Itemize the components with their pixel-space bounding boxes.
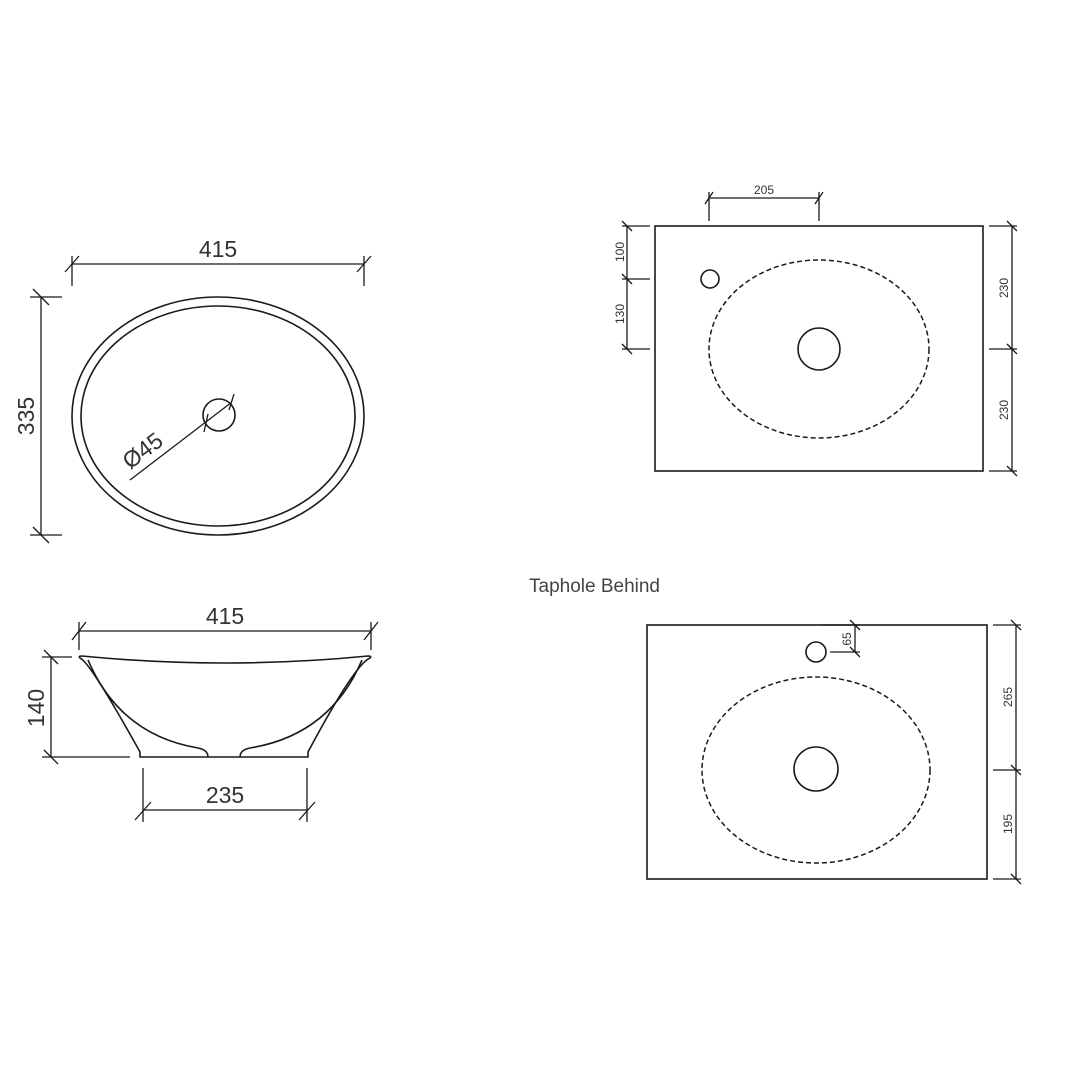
basin-inner-right <box>239 659 363 758</box>
diameter-leader <box>129 401 233 481</box>
vanity-top-outline <box>646 624 988 880</box>
right-lower-label: 230 <box>997 400 1011 420</box>
basin-inner-left <box>87 659 209 758</box>
waste-outlet <box>793 746 839 792</box>
right-upper-label: 265 <box>1001 687 1015 707</box>
top-width-label: 415 <box>199 236 237 262</box>
top-depth-label: 335 <box>13 397 39 435</box>
basin-cutout-dashed <box>701 676 931 864</box>
right-lower-label: 195 <box>1001 814 1015 834</box>
taphole-behind-caption: Taphole Behind <box>529 576 660 597</box>
plan-taphole-behind: 65 265 195 <box>646 619 1022 885</box>
basin-inner-rim <box>80 305 356 527</box>
basin-outer-rim <box>71 296 365 536</box>
side-view: 415 140 235 <box>23 603 379 822</box>
right-upper-label: 230 <box>997 278 1011 298</box>
top-view: Ø45 415 335 <box>13 236 372 544</box>
side-width-label: 415 <box>206 603 244 629</box>
waste-diameter-label: Ø45 <box>117 427 167 474</box>
taphole <box>805 641 827 663</box>
taphole <box>700 269 720 289</box>
left-lower-label: 130 <box>613 304 627 324</box>
vanity-top-outline <box>654 225 984 472</box>
side-base-label: 235 <box>206 782 244 808</box>
taphole-offset-label: 205 <box>754 183 774 197</box>
waste-outlet <box>797 327 841 371</box>
plan-taphole-side: 205 100 130 230 230 <box>613 183 1018 477</box>
basin-cutout-dashed <box>708 259 930 439</box>
left-top-label: 100 <box>613 242 627 262</box>
taphole-offset-label: 65 <box>840 632 854 646</box>
basin-outer-profile <box>78 655 372 758</box>
side-height-label: 140 <box>23 689 49 727</box>
waste-outlet <box>202 398 236 432</box>
